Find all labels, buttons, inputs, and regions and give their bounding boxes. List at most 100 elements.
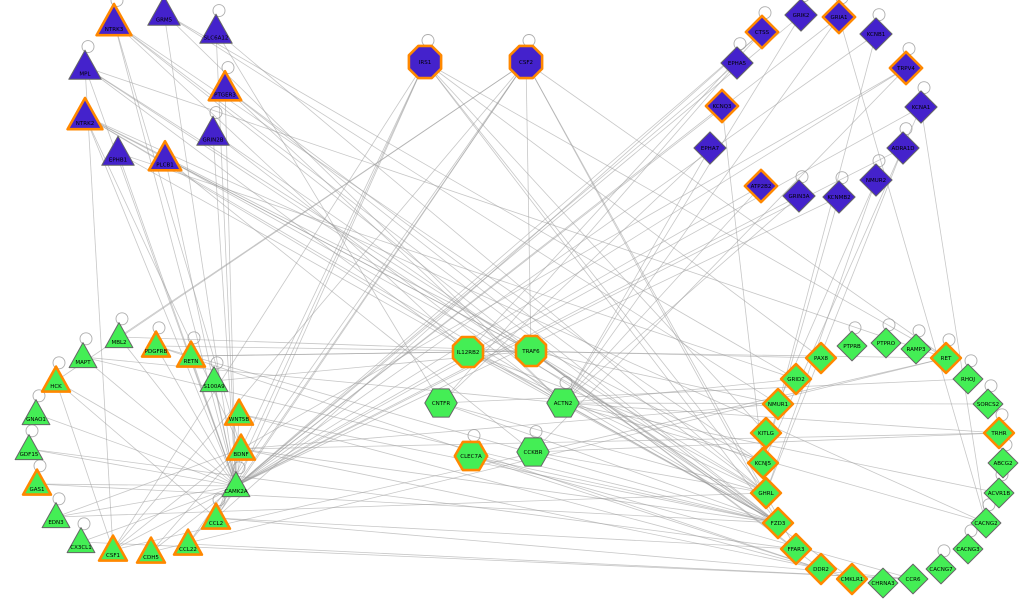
edge-NTRK2-CAMK2A[interactable] [84,115,237,487]
edge-IRS1-CSF1[interactable] [112,61,426,551]
edge-EPHA7-ACTN2[interactable] [562,147,711,404]
edge-TRPV4-CCKBR[interactable] [532,67,907,453]
edge-RETN-IL12RB2[interactable] [190,351,469,357]
edge-CSF2-FZD3[interactable] [525,61,779,524]
edge-TRAF6-NMUR1[interactable] [530,350,779,405]
self-loop-MPL[interactable] [81,40,95,54]
self-loop-GDF15[interactable] [25,424,39,438]
node-SLC6A12[interactable] [199,13,233,44]
edge-WNT5B-DDR2[interactable] [238,413,822,570]
edge-CLEC7A-FZD3[interactable] [470,455,779,524]
edge-CSF2-CAMK2A[interactable] [235,61,527,487]
edge-EPHA5-CNTFR[interactable] [440,62,738,404]
edge-IRS1-CAMK2A[interactable] [235,61,426,487]
node-ACTN2[interactable] [546,388,580,418]
self-loop-CAMK2A[interactable] [232,461,246,475]
node-CDH5[interactable] [135,536,167,564]
node-EDN3[interactable] [41,502,71,529]
edge-GAS1-FZD3[interactable] [36,483,779,524]
edge-TRAF6-PAX8[interactable] [530,350,822,359]
node-NMUR1[interactable] [761,387,795,421]
edge-IRS1-RET[interactable] [424,61,947,359]
node-WNT5B[interactable] [223,398,255,426]
edge-PDGFRB-DDR2[interactable] [155,345,822,570]
node-TRPV4[interactable] [888,50,924,86]
edge-CAMK2A-S100A9[interactable] [213,380,237,487]
node-ADRA1D[interactable] [886,131,920,165]
node-KCNB1[interactable] [859,17,893,51]
edge-BDNF-DDR2[interactable] [240,448,822,570]
edge-ACTN2-GRID2[interactable] [562,378,797,404]
node-GRIK2[interactable] [784,0,818,32]
node-NTRK3[interactable] [95,2,133,37]
edge-IL12RB2-GHRL[interactable] [467,351,767,494]
edge-HCK-CSF1[interactable] [55,380,114,551]
node-CCR6[interactable] [897,563,929,595]
edge-IRS1-GHRL[interactable] [424,61,767,494]
edge-CNTFR-GHRL[interactable] [440,402,767,494]
node-KITLG[interactable] [749,416,783,450]
edge-NMUR2-GHRL[interactable] [765,179,877,494]
edge-TRPV4-BDNF[interactable] [240,67,907,450]
edge-TRAF6-GHRL[interactable] [530,350,767,494]
edge-CSF2-MBL2[interactable] [118,61,527,338]
edge-SLC6A12-GHRL[interactable] [215,30,767,494]
edge-MPL-RET[interactable] [84,66,947,359]
edge-MPL-CSF1[interactable] [84,66,114,551]
self-loop-SLC6A12[interactable] [212,4,226,18]
edge-PLCB1-TRAF6[interactable] [164,157,532,352]
edge-NTRK3-TRAF6[interactable] [113,21,532,352]
edge-GRIN3A-ACTN2[interactable] [562,195,800,404]
node-FZD3[interactable] [761,506,795,540]
edge-CLEC7A-CCR6[interactable] [470,455,914,580]
edge-CCL2-FFAR3[interactable] [215,517,797,550]
edge-NTRK2-KCNJ5[interactable] [84,115,764,464]
edge-IRS1-KITLG[interactable] [424,61,767,434]
edge-KCNA1-CAMK2A[interactable] [235,106,922,487]
node-PTGER3[interactable] [207,69,243,102]
edge-KCNA1-CACNG2[interactable] [920,106,987,524]
edge-CAMK2A-MAPT[interactable] [82,356,237,487]
node-KCNQ3[interactable] [704,88,740,124]
edge-NTRK2-FZD3[interactable] [84,115,779,524]
edge-CNTFR-RHOJ[interactable] [440,378,969,404]
edge-GRIN2B-FZD3[interactable] [212,132,779,524]
edge-BDNF-CSF1[interactable] [112,448,242,551]
edge-CCL22-CCR6[interactable] [187,543,914,580]
edge-CX3CL1-CCR6[interactable] [80,541,914,580]
edge-IL12RB2-KCNJ5[interactable] [467,351,764,464]
node-CACNG7[interactable] [925,553,957,585]
node-CMKLR1[interactable] [835,562,869,596]
edge-CAMK2A-PDGFRB[interactable] [155,345,237,487]
edge-BDNF-TRHR[interactable] [240,432,1000,450]
node-IRS1[interactable] [407,44,443,80]
node-CCKBR[interactable] [516,437,550,467]
node-GRM5[interactable] [147,0,181,26]
self-loop-HCK[interactable] [52,356,66,370]
edge-HCK-CCL2[interactable] [55,380,217,519]
edge-KCNQ3-CAMK2A[interactable] [235,105,723,487]
edge-NTRK2-BDNF[interactable] [84,115,242,450]
edge-PLCB1-CCKBR[interactable] [164,157,534,453]
edge-CCKBR-GHRL[interactable] [532,451,767,494]
node-NMUR2[interactable] [859,163,893,197]
node-CLEC7A[interactable] [453,440,489,472]
edge-GRIA1-ACTN2[interactable] [562,16,840,404]
edge-CSF2-FFAR3[interactable] [525,61,797,550]
self-loop-GRIN2B[interactable] [209,106,223,120]
edge-MAPT-FZD3[interactable] [82,356,779,524]
node-SORCS2[interactable] [972,388,1004,420]
edge-GRIK2-CAMK2A[interactable] [235,14,802,487]
node-GDF15[interactable] [14,434,44,461]
node-NTRK2[interactable] [66,96,104,131]
edge-CAMK2A-HCK[interactable] [55,380,237,487]
self-loop-PDGFRB[interactable] [152,321,166,335]
node-DDR2[interactable] [804,552,838,586]
edge-CSF2-TRAF6[interactable] [525,61,532,352]
self-loop-CCL2[interactable] [212,493,226,507]
node-IL12RB2[interactable] [451,335,485,369]
edge-CAMK2A-RETN[interactable] [190,355,237,487]
self-loop-CCKBR[interactable] [529,425,543,439]
edge-IRS1-PAX8[interactable] [424,61,822,359]
